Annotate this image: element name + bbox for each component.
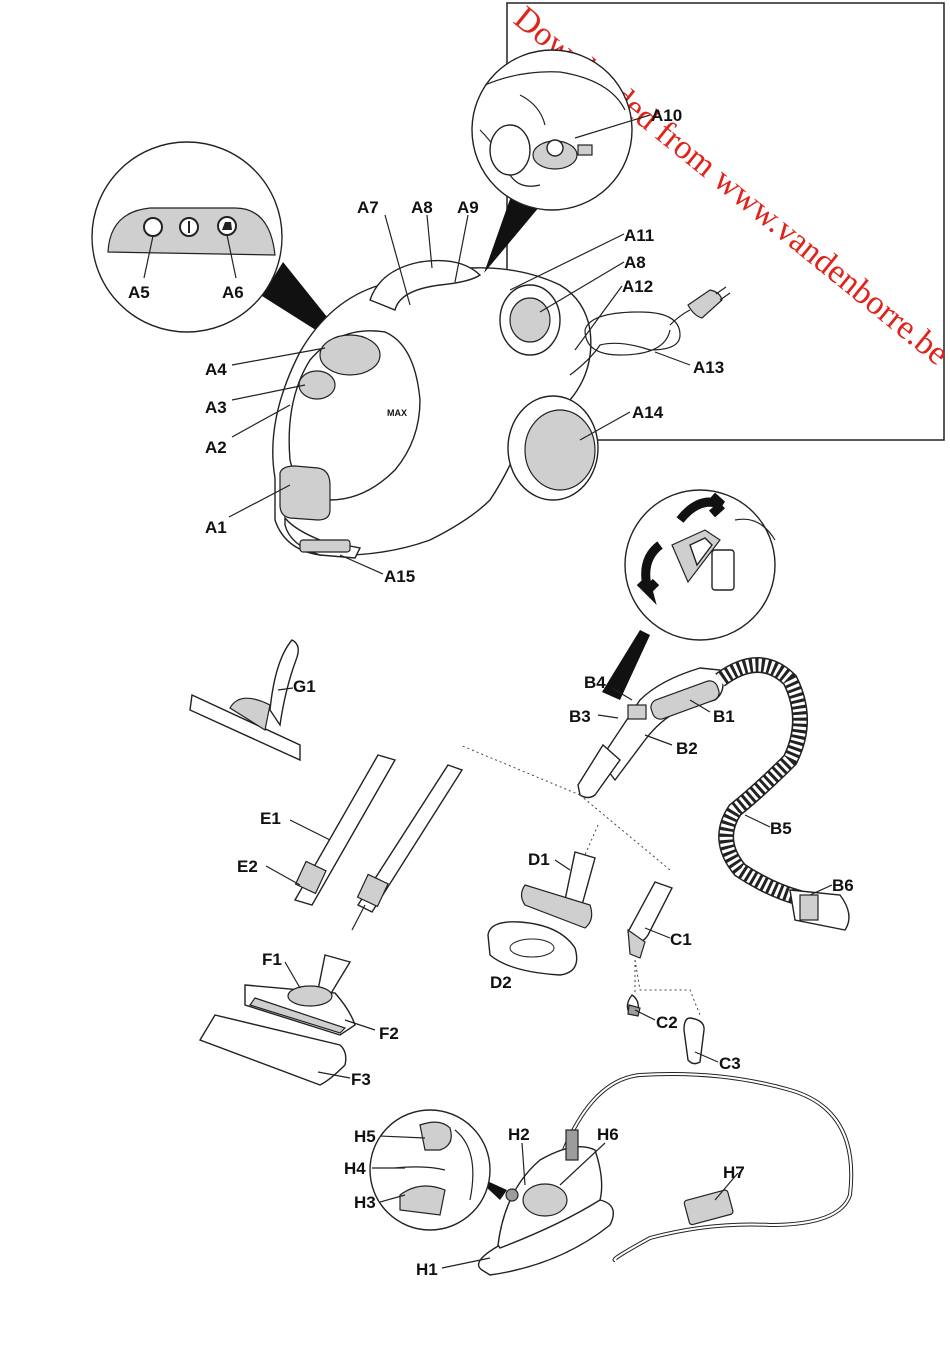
- label-d1: D1: [528, 850, 550, 869]
- label-a4: A4: [205, 360, 227, 379]
- label-e2: E2: [237, 857, 258, 876]
- label-a2: A2: [205, 438, 227, 457]
- label-b6: B6: [832, 876, 854, 895]
- label-a13: A13: [693, 358, 724, 377]
- label-a7: A7: [357, 198, 379, 217]
- label-a11: A11: [624, 226, 654, 245]
- label-h6: H6: [597, 1125, 619, 1144]
- power-plug: [688, 290, 722, 318]
- label-b3: B3: [569, 707, 591, 726]
- label-a6: A6: [222, 283, 244, 302]
- label-h3: H3: [354, 1193, 376, 1212]
- label-a1: A1: [205, 518, 227, 537]
- label-h5: H5: [354, 1127, 376, 1146]
- label-g1: G1: [293, 677, 316, 696]
- label-h2: H2: [508, 1125, 530, 1144]
- label-f1: F1: [262, 950, 282, 969]
- steam-gun-hose: [578, 665, 849, 930]
- label-e1: E1: [260, 809, 281, 828]
- label-c3: C3: [719, 1054, 741, 1073]
- label-a3: A3: [205, 398, 227, 417]
- label-b4: B4: [584, 673, 606, 692]
- triangular-brush: [488, 852, 595, 975]
- label-a8-top: A8: [411, 198, 433, 217]
- jet-nozzle: [627, 882, 704, 1064]
- label-f2: F2: [379, 1024, 399, 1043]
- iron-handle-zoom: [370, 1110, 507, 1230]
- label-h1: H1: [416, 1260, 438, 1279]
- label-a12: A12: [622, 277, 653, 296]
- boiler-cap: [320, 335, 380, 375]
- label-b5: B5: [770, 819, 792, 838]
- label-d2: D2: [490, 973, 512, 992]
- label-f3: F3: [351, 1070, 371, 1089]
- label-a9: A9: [457, 198, 479, 217]
- floor-brush: [200, 955, 355, 1085]
- label-a10: A10: [651, 106, 682, 125]
- label-a5: A5: [128, 283, 150, 302]
- label-b2: B2: [676, 739, 698, 758]
- label-a14: A14: [632, 403, 664, 422]
- svg-text:MAX: MAX: [387, 408, 407, 418]
- steam-iron: [479, 1074, 852, 1275]
- label-a8-side: A8: [624, 253, 646, 272]
- label-h4: H4: [344, 1159, 366, 1178]
- label-a15: A15: [384, 567, 415, 586]
- label-b1: B1: [713, 707, 735, 726]
- limescale-icon: [144, 218, 162, 236]
- label-c1: C1: [670, 930, 692, 949]
- label-c2: C2: [656, 1013, 678, 1032]
- label-h7: H7: [723, 1163, 745, 1182]
- window-squeegee: [190, 640, 300, 760]
- extension-tubes: [295, 755, 462, 930]
- boiler-cap-zoom: [472, 50, 632, 273]
